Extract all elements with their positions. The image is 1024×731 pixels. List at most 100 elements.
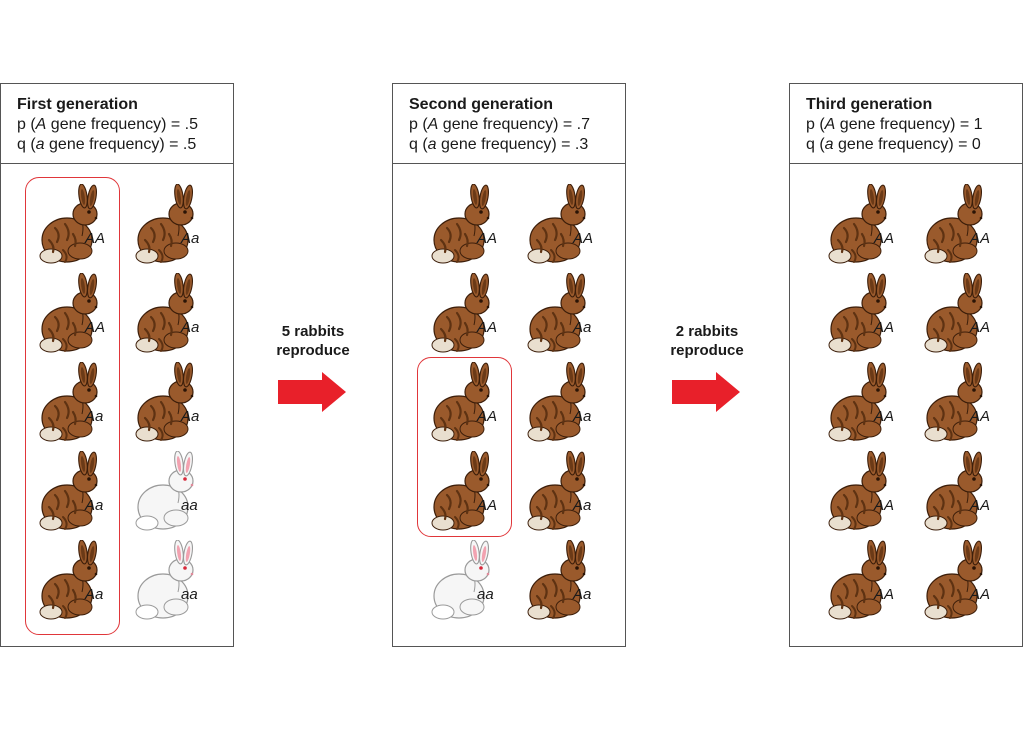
rabbit-cell: AA bbox=[35, 184, 135, 270]
reproduce-arrow-1: 5 rabbits reproduce bbox=[253, 322, 373, 360]
genotype-label: aa bbox=[181, 586, 198, 603]
rabbit-cell: Aa bbox=[523, 540, 623, 626]
rabbit-cell: aa bbox=[427, 540, 527, 626]
genotype-label: Aa bbox=[85, 586, 104, 603]
genotype-label: AA bbox=[874, 319, 895, 336]
rabbit-cell: Aa bbox=[35, 540, 135, 626]
generation-panel-3: Third generation p (A gene frequency) = … bbox=[789, 83, 1023, 647]
genotype-label: AA bbox=[970, 497, 991, 514]
q-frequency: q (a gene frequency) = .3 bbox=[409, 136, 589, 153]
genotype-label: Aa bbox=[181, 319, 200, 336]
rabbit-cell: AA bbox=[427, 184, 527, 270]
genotype-label: Aa bbox=[85, 497, 104, 514]
right-arrow-icon bbox=[278, 372, 346, 412]
brown-rabbit-icon bbox=[39, 184, 98, 264]
genotype-label: AA bbox=[970, 408, 991, 425]
rabbit-cell: AA bbox=[824, 184, 924, 270]
p-frequency: p (A gene frequency) = 1 bbox=[806, 116, 983, 133]
genotype-label: AA bbox=[970, 319, 991, 336]
brown-rabbit-icon bbox=[39, 273, 98, 353]
genotype-label: Aa bbox=[85, 408, 104, 425]
brown-rabbit-icon bbox=[39, 362, 98, 442]
brown-rabbit-icon bbox=[828, 273, 887, 353]
rabbit-cell: AA bbox=[920, 451, 1020, 537]
reproduce-arrow-2: 2 rabbits reproduce bbox=[647, 322, 767, 360]
rabbit-cell: AA bbox=[427, 273, 527, 359]
genotype-label: AA bbox=[477, 319, 498, 336]
brown-rabbit-icon bbox=[527, 184, 586, 264]
rabbit-cell: AA bbox=[920, 362, 1020, 448]
genotype-label: Aa bbox=[573, 408, 592, 425]
brown-rabbit-icon bbox=[39, 540, 98, 620]
genotype-label: AA bbox=[970, 586, 991, 603]
brown-rabbit-icon bbox=[924, 273, 983, 353]
rabbit-cell: aa bbox=[131, 540, 231, 626]
rabbit-cell: Aa bbox=[131, 184, 231, 270]
rabbit-cell: AA bbox=[920, 184, 1020, 270]
p-frequency: p (A gene frequency) = .7 bbox=[409, 116, 590, 133]
white-rabbit-icon bbox=[431, 540, 490, 620]
brown-rabbit-icon bbox=[431, 451, 490, 531]
brown-rabbit-icon bbox=[924, 451, 983, 531]
genotype-label: Aa bbox=[181, 408, 200, 425]
rabbit-cell: AA bbox=[427, 451, 527, 537]
genotype-label: AA bbox=[477, 230, 498, 247]
white-rabbit-icon bbox=[135, 540, 194, 620]
brown-rabbit-icon bbox=[828, 451, 887, 531]
rabbit-cell: AA bbox=[824, 273, 924, 359]
genotype-label: Aa bbox=[573, 497, 592, 514]
brown-rabbit-icon bbox=[431, 362, 490, 442]
genotype-label: Aa bbox=[573, 319, 592, 336]
brown-rabbit-icon bbox=[135, 362, 194, 442]
genotype-label: AA bbox=[970, 230, 991, 247]
arrow-shape bbox=[672, 372, 740, 412]
genotype-label: AA bbox=[874, 408, 895, 425]
genotype-label: AA bbox=[874, 230, 895, 247]
rabbit-cell: Aa bbox=[35, 451, 135, 537]
rabbit-cell: Aa bbox=[523, 451, 623, 537]
generation-title: Second generation bbox=[409, 96, 554, 113]
rabbit-cell: AA bbox=[427, 362, 527, 448]
rabbit-cell: Aa bbox=[131, 273, 231, 359]
brown-rabbit-icon bbox=[924, 184, 983, 264]
panel-header: Second generation p (A gene frequency) =… bbox=[393, 84, 625, 164]
brown-rabbit-icon bbox=[39, 451, 98, 531]
brown-rabbit-icon bbox=[527, 273, 586, 353]
brown-rabbit-icon bbox=[527, 451, 586, 531]
genotype-label: aa bbox=[477, 586, 494, 603]
brown-rabbit-icon bbox=[135, 273, 194, 353]
white-rabbit-icon bbox=[135, 451, 194, 531]
rabbit-cell: Aa bbox=[523, 362, 623, 448]
genotype-label: AA bbox=[874, 586, 895, 603]
generation-panel-1: First generation p (A gene frequency) = … bbox=[0, 83, 234, 647]
genotype-label: aa bbox=[181, 497, 198, 514]
brown-rabbit-icon bbox=[431, 273, 490, 353]
generation-title: Third generation bbox=[806, 96, 933, 113]
brown-rabbit-icon bbox=[828, 184, 887, 264]
q-frequency: q (a gene frequency) = 0 bbox=[806, 136, 981, 153]
panel-header: First generation p (A gene frequency) = … bbox=[1, 84, 233, 164]
p-frequency: p (A gene frequency) = .5 bbox=[17, 116, 198, 133]
generation-title: First generation bbox=[17, 96, 138, 113]
brown-rabbit-icon bbox=[527, 362, 586, 442]
genotype-label: AA bbox=[477, 408, 498, 425]
rabbit-cell: AA bbox=[920, 540, 1020, 626]
arrow-shape bbox=[278, 372, 346, 412]
brown-rabbit-icon bbox=[828, 540, 887, 620]
genotype-label: Aa bbox=[181, 230, 200, 247]
rabbit-cell: AA bbox=[35, 273, 135, 359]
rabbit-cell: AA bbox=[920, 273, 1020, 359]
genotype-label: AA bbox=[477, 497, 498, 514]
brown-rabbit-icon bbox=[431, 184, 490, 264]
rabbit-grid: AA AA AA bbox=[790, 164, 1022, 646]
brown-rabbit-icon bbox=[924, 540, 983, 620]
reproducing-rabbits-highlight bbox=[417, 357, 512, 537]
brown-rabbit-icon bbox=[924, 362, 983, 442]
reproducing-rabbits-highlight bbox=[25, 177, 120, 635]
rabbit-grid: AA AA AA bbox=[393, 164, 625, 646]
rabbit-cell: Aa bbox=[35, 362, 135, 448]
arrow-label-line1: 2 rabbits bbox=[675, 323, 739, 340]
arrow-label-line2: reproduce bbox=[670, 342, 744, 359]
genotype-label: AA bbox=[85, 230, 106, 247]
rabbit-cell: AA bbox=[523, 184, 623, 270]
